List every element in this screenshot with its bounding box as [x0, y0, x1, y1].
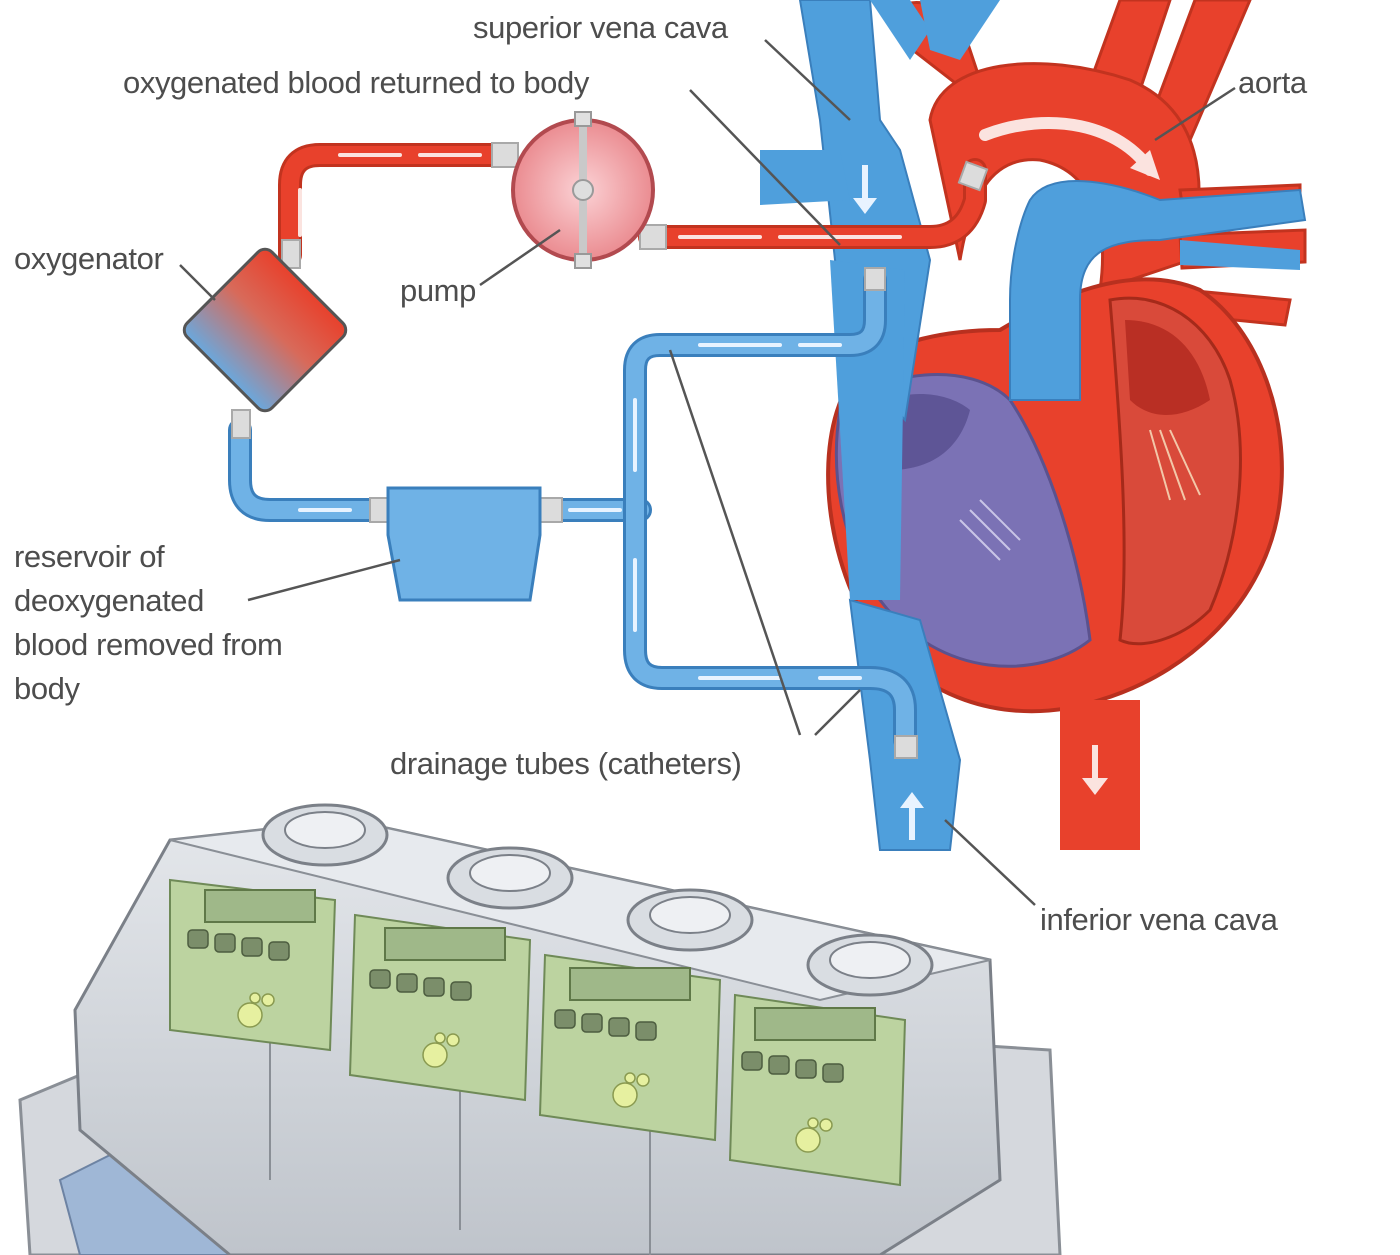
label-oxygenator: oxygenator: [14, 241, 164, 276]
label-inferior-vena-cava: inferior vena cava: [1040, 902, 1278, 937]
leader-inferior-vena-cava: [944, 819, 1036, 906]
leader-superior-vena-cava: [764, 39, 851, 121]
label-oxygenated-blood-return: oxygenated blood returned to body: [123, 65, 589, 100]
label-reservoir: reservoir of deoxygenated blood removed …: [14, 539, 283, 706]
leader-drainage-upper: [668, 349, 802, 736]
label-pump: pump: [400, 273, 476, 308]
panel-button-icon: [187, 929, 844, 1083]
oxygenator-device: [182, 247, 348, 413]
leader-drainage-lower: [814, 689, 861, 736]
leader-aorta: [1154, 86, 1236, 142]
tube-connectors: [231, 142, 989, 759]
reservoir-device: [386, 486, 542, 602]
aorta-flow-arrow: [979, 117, 1156, 176]
heart-illustration: [826, 0, 1307, 850]
flow-direction-arrow: [900, 792, 924, 808]
pulmonary-artery: [1009, 180, 1307, 401]
leader-pump: [479, 228, 561, 287]
oxygenated-tubing: [278, 143, 987, 267]
label-drainage-tubes: drainage tubes (catheters): [390, 746, 742, 781]
label-superior-vena-cava: superior vena cava: [473, 10, 728, 45]
flow-direction-arrow: [1082, 778, 1108, 795]
leader-reservoir: [247, 558, 401, 602]
leader-lines: [179, 39, 1236, 906]
bypass-machine: [18, 803, 1062, 1255]
leader-oxygenated-return: [689, 89, 841, 246]
leader-oxygenator: [179, 264, 216, 301]
label-aorta: aorta: [1238, 65, 1307, 100]
flow-direction-arrow: [1130, 150, 1160, 180]
flow-direction-arrow: [853, 198, 877, 214]
deoxygenated-tubing: [228, 268, 917, 752]
dial-knob-icon: [261, 803, 934, 997]
pump-device: [511, 111, 655, 269]
